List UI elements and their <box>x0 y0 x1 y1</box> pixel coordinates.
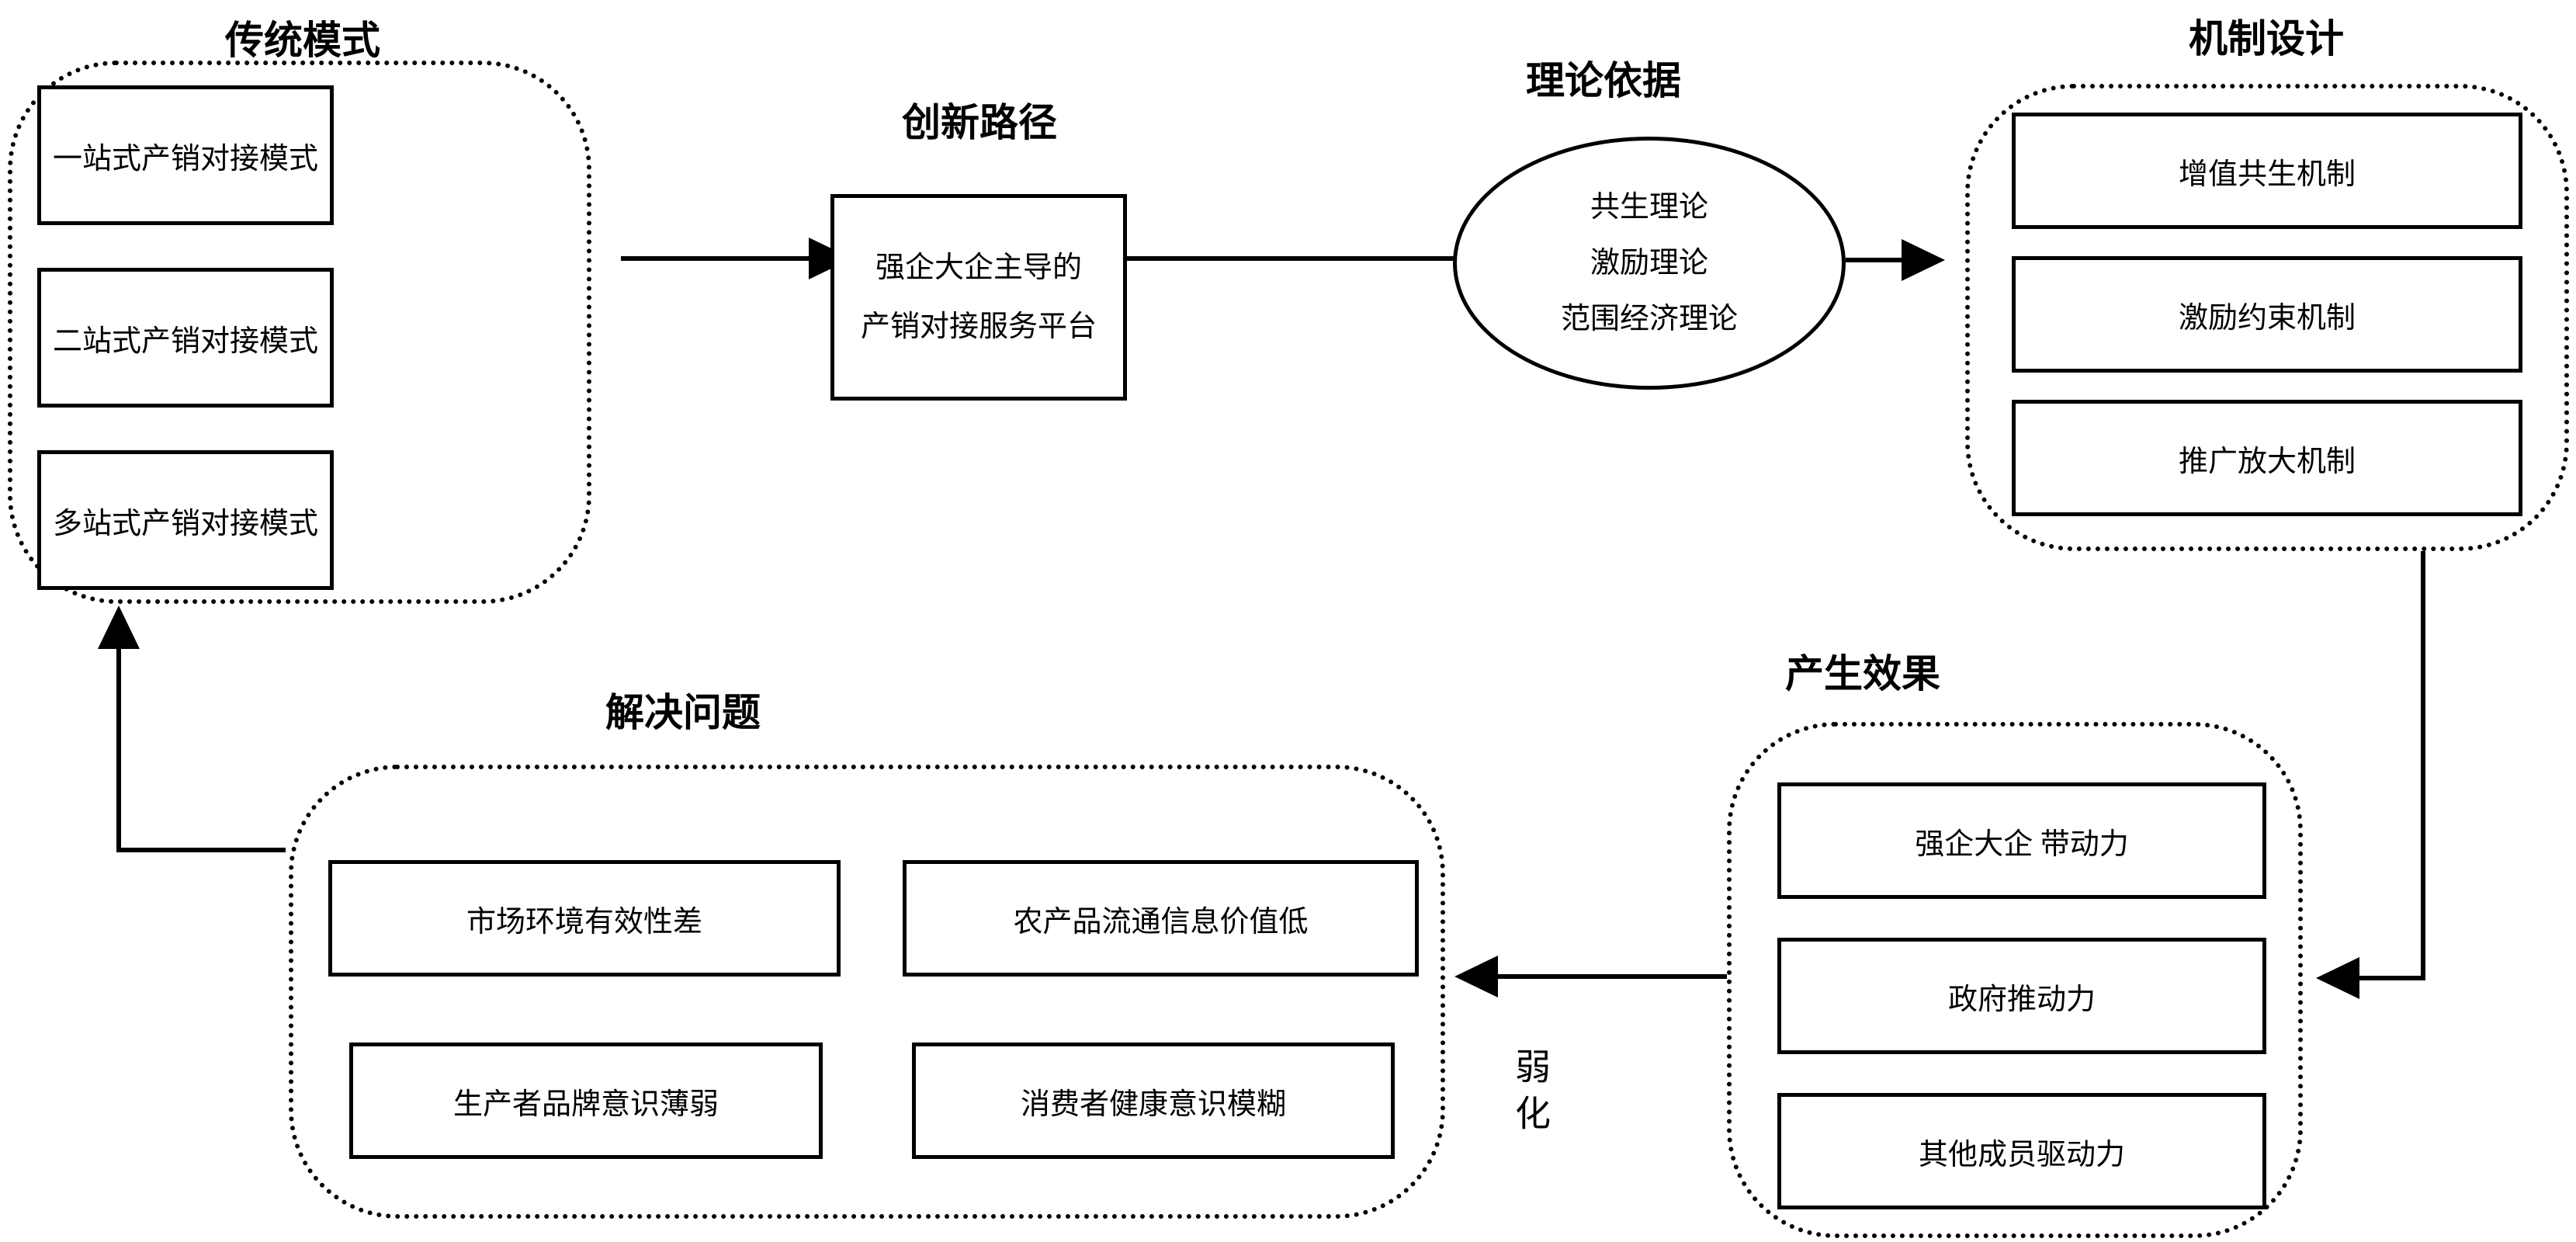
problems-box-4: 消费者健康意识模糊 <box>912 1043 1395 1159</box>
innovation-title: 创新路径 <box>902 101 1057 144</box>
innovation-platform-line-1: 强企大企主导的 <box>875 252 1082 284</box>
arrow-effects-to-problems-line <box>1498 974 1727 979</box>
problems-box-1: 市场环境有效性差 <box>328 860 841 977</box>
line-innovation-to-theory <box>1127 256 1459 261</box>
innovation-platform-line-2: 产销对接服务平台 <box>860 310 1097 343</box>
arrow-left-icon <box>1454 956 1498 997</box>
theory-title: 理论依据 <box>1526 59 1681 102</box>
problems-group-container <box>289 765 1445 1219</box>
theory-item-1: 共生理论 <box>1590 191 1708 224</box>
feedback-loop-horizontal <box>116 848 286 852</box>
arrow-up-icon <box>98 605 140 649</box>
mechanism-box-1: 增值共生机制 <box>2012 113 2522 229</box>
effects-box-3: 其他成员驱动力 <box>1777 1093 2266 1209</box>
arrow-right-icon <box>1902 239 1945 281</box>
traditional-group-title: 传统模式 <box>225 19 380 62</box>
mechanism-group-title: 机制设计 <box>2189 17 2344 61</box>
connector-mechanism-to-effects-vertical <box>2421 551 2425 978</box>
effects-box-2: 政府推动力 <box>1777 938 2266 1054</box>
problems-box-2: 农产品流通信息价值低 <box>903 860 1419 977</box>
arrow-theory-to-mechanism-line <box>1846 258 1902 262</box>
mechanism-group-container <box>1965 84 2569 551</box>
feedback-loop-vertical <box>116 647 121 852</box>
innovation-platform-box: 强企大企主导的 产销对接服务平台 <box>830 194 1127 401</box>
theory-item-2: 激励理论 <box>1590 247 1708 279</box>
mechanism-box-2: 激励约束机制 <box>2012 256 2522 373</box>
traditional-group-container <box>8 61 591 604</box>
arrow-traditional-to-innovation-line <box>621 256 809 261</box>
effects-box-1: 强企大企 带动力 <box>1777 782 2266 899</box>
theory-ellipse: 共生理论 激励理论 范围经济理论 <box>1453 137 1846 390</box>
problems-box-3: 生产者品牌意识薄弱 <box>349 1043 823 1159</box>
arrow-left-icon <box>2316 957 2359 999</box>
effects-group-container <box>1727 722 2303 1238</box>
theory-item-3: 范围经济理论 <box>1560 303 1738 335</box>
effects-group-title: 产生效果 <box>1785 652 1940 696</box>
problems-group-title: 解决问题 <box>605 691 761 734</box>
traditional-mode-box-1: 一站式产销对接模式 <box>37 85 334 225</box>
connector-mechanism-to-effects-horizontal <box>2359 976 2425 980</box>
weaken-label: 弱化 <box>1510 1048 1550 1141</box>
traditional-mode-box-3: 多站式产销对接模式 <box>37 450 334 590</box>
mechanism-box-3: 推广放大机制 <box>2012 400 2522 516</box>
traditional-mode-box-2: 二站式产销对接模式 <box>37 268 334 408</box>
